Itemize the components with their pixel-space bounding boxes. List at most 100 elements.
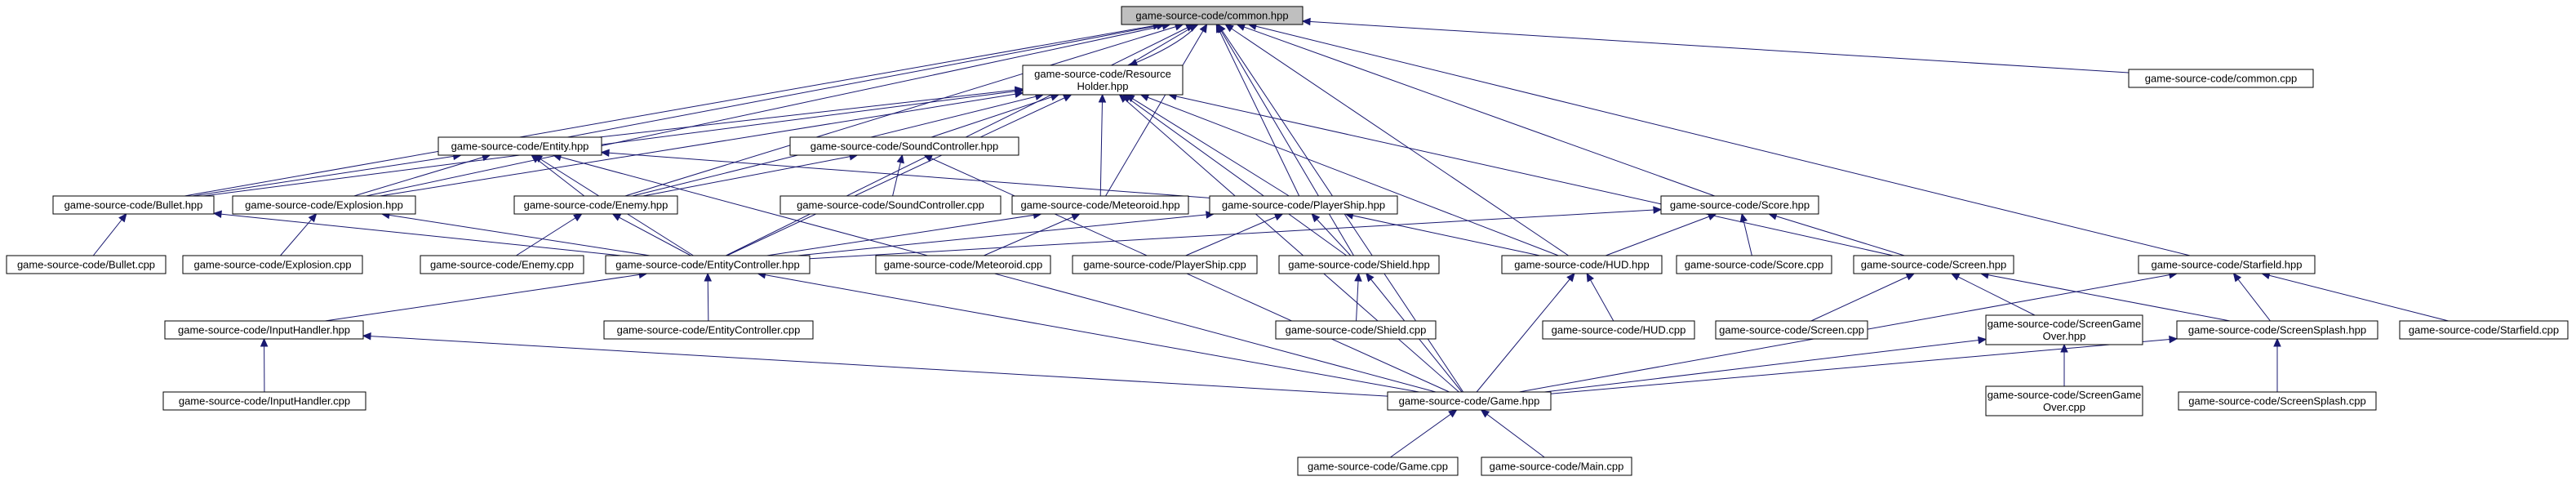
node-box-score_hpp[interactable] — [1660, 195, 1819, 215]
node-box-enemy_hpp[interactable] — [513, 195, 678, 215]
node-box-common_hpp[interactable] — [1121, 6, 1304, 25]
edge-hud_hpp-to-playership_hpp — [1345, 213, 1540, 256]
node-main_cpp[interactable]: game-source-code/Main.cpp — [1481, 457, 1632, 476]
node-box-starfield_hpp[interactable] — [2138, 255, 2316, 274]
node-explosion_hpp[interactable]: game-source-code/Explosion.hpp — [232, 195, 416, 215]
node-screensplash_cpp[interactable]: game-source-code/ScreenSplash.cpp — [2178, 391, 2377, 411]
node-label-game_hpp-line-0: game-source-code/Game.hpp — [1399, 395, 1540, 408]
node-label-hud_cpp-line-0: game-source-code/HUD.cpp — [1552, 324, 1686, 336]
node-box-shield_cpp[interactable] — [1275, 320, 1437, 340]
node-box-soundcontroller_hpp[interactable] — [789, 136, 1019, 156]
node-box-main_cpp[interactable] — [1481, 457, 1632, 476]
node-entitycontroller_hpp[interactable]: game-source-code/EntityController.hpp — [605, 255, 811, 274]
edge-explosion_cpp-to-explosion_hpp — [280, 213, 317, 256]
node-box-meteoroid_cpp[interactable] — [875, 255, 1051, 274]
arrowhead-game_hpp-to-screengameover_hpp — [1978, 336, 1988, 345]
node-hud_cpp[interactable]: game-source-code/HUD.cpp — [1542, 320, 1695, 340]
edge-playership_hpp-to-resourceholder_hpp — [1126, 94, 1290, 197]
edge-screen_cpp-to-screen_hpp — [1810, 273, 1915, 322]
node-box-entitycontroller_hpp[interactable] — [605, 255, 811, 274]
node-common_hpp[interactable]: game-source-code/common.hpp — [1121, 6, 1304, 25]
arrowhead-entitycontroller_cpp-to-entitycontroller_hpp — [704, 272, 713, 282]
node-screen_cpp[interactable]: game-source-code/Screen.cpp — [1715, 320, 1868, 340]
node-enemy_hpp[interactable]: game-source-code/Enemy.hpp — [513, 195, 678, 215]
node-enemy_cpp[interactable]: game-source-code/Enemy.cpp — [420, 255, 584, 274]
node-label-starfield_cpp-line-0: game-source-code/Starfield.cpp — [2409, 324, 2559, 336]
node-box-screensplash_cpp[interactable] — [2178, 391, 2377, 411]
node-inputhandler_hpp[interactable]: game-source-code/InputHandler.hpp — [164, 320, 364, 340]
edge-screen_hpp-to-resourceholder_hpp — [1168, 94, 1894, 256]
node-game_cpp[interactable]: game-source-code/Game.cpp — [1297, 457, 1459, 476]
node-box-meteoroid_hpp[interactable] — [1011, 195, 1189, 215]
node-box-screensplash_hpp[interactable] — [2176, 320, 2378, 340]
node-bullet_hpp[interactable]: game-source-code/Bullet.hpp — [52, 195, 215, 215]
edge-explosion_hpp-to-common_hpp — [366, 24, 1170, 197]
edge-enemy_hpp-to-common_hpp — [624, 24, 1184, 197]
node-entitycontroller_cpp[interactable]: game-source-code/EntityController.cpp — [603, 320, 814, 340]
edge-meteoroid_cpp-to-meteoroid_hpp — [984, 213, 1080, 256]
node-box-hud_hpp[interactable] — [1501, 255, 1663, 274]
node-box-enemy_cpp[interactable] — [420, 255, 584, 274]
node-inputhandler_cpp[interactable]: game-source-code/InputHandler.cpp — [162, 391, 366, 411]
node-box-game_cpp[interactable] — [1297, 457, 1459, 476]
edge-game_cpp-to-game_hpp — [1390, 409, 1457, 458]
node-common_cpp[interactable]: game-source-code/common.cpp — [2128, 69, 2314, 88]
node-screensplash_hpp[interactable]: game-source-code/ScreenSplash.hpp — [2176, 320, 2378, 340]
node-label-meteoroid_hpp-line-0: game-source-code/Meteoroid.hpp — [1020, 199, 1179, 212]
node-label-bullet_hpp-line-0: game-source-code/Bullet.hpp — [64, 199, 203, 212]
node-playership_hpp[interactable]: game-source-code/PlayerShip.hpp — [1209, 195, 1398, 215]
node-box-screengameover_cpp[interactable] — [1985, 385, 2143, 416]
node-box-inputhandler_cpp[interactable] — [162, 391, 366, 411]
node-box-playership_hpp[interactable] — [1209, 195, 1398, 215]
node-meteoroid_hpp[interactable]: game-source-code/Meteoroid.hpp — [1011, 195, 1189, 215]
node-label-screen_hpp-line-0: game-source-code/Screen.hpp — [1861, 259, 2007, 271]
node-shield_hpp[interactable]: game-source-code/Shield.hpp — [1278, 255, 1440, 274]
node-box-score_cpp[interactable] — [1676, 255, 1832, 274]
node-box-resourceholder_hpp[interactable] — [1022, 65, 1184, 96]
node-playership_cpp[interactable]: game-source-code/PlayerShip.cpp — [1072, 255, 1258, 274]
arrowhead-entitycontroller_hpp-to-bullet_hpp — [212, 210, 222, 218]
node-bullet_cpp[interactable]: game-source-code/Bullet.cpp — [6, 255, 167, 274]
node-box-hud_cpp[interactable] — [1542, 320, 1695, 340]
node-box-game_hpp[interactable] — [1387, 391, 1552, 411]
node-box-screen_hpp[interactable] — [1853, 255, 2014, 274]
arrowhead-screensplash_hpp-to-starfield_hpp — [2232, 273, 2242, 283]
node-entity_hpp[interactable]: game-source-code/Entity.hpp — [437, 136, 602, 156]
node-score_cpp[interactable]: game-source-code/Score.cpp — [1676, 255, 1832, 274]
node-box-entitycontroller_cpp[interactable] — [603, 320, 814, 340]
node-screen_hpp[interactable]: game-source-code/Screen.hpp — [1853, 255, 2014, 274]
node-meteoroid_cpp[interactable]: game-source-code/Meteoroid.cpp — [875, 255, 1051, 274]
node-starfield_hpp[interactable]: game-source-code/Starfield.hpp — [2138, 255, 2316, 274]
arrowhead-game_hpp-to-inputhandler_hpp — [362, 332, 371, 341]
arrowhead-playership_cpp-to-playership_hpp — [1273, 213, 1284, 221]
node-label-inputhandler_cpp-line-0: game-source-code/InputHandler.cpp — [179, 395, 350, 408]
edge-hud_hpp-to-resourceholder_hpp — [1140, 94, 1559, 256]
node-box-shield_hpp[interactable] — [1278, 255, 1440, 274]
node-explosion_cpp[interactable]: game-source-code/Explosion.cpp — [182, 255, 363, 274]
arrowhead-explosion_cpp-to-explosion_hpp — [308, 213, 318, 223]
node-box-common_cpp[interactable] — [2128, 69, 2314, 88]
node-box-screengameover_hpp[interactable] — [1985, 314, 2143, 345]
node-box-playership_cpp[interactable] — [1072, 255, 1258, 274]
node-starfield_cpp[interactable]: game-source-code/Starfield.cpp — [2399, 320, 2569, 340]
node-box-explosion_cpp[interactable] — [182, 255, 363, 274]
edge-inputhandler_hpp-to-entitycontroller_hpp — [325, 273, 647, 322]
node-game_hpp[interactable]: game-source-code/Game.hpp — [1387, 391, 1552, 411]
node-box-soundcontroller_cpp[interactable] — [779, 195, 1002, 215]
node-score_hpp[interactable]: game-source-code/Score.hpp — [1660, 195, 1819, 215]
node-box-starfield_cpp[interactable] — [2399, 320, 2569, 340]
node-shield_cpp[interactable]: game-source-code/Shield.cpp — [1275, 320, 1437, 340]
node-box-bullet_hpp[interactable] — [52, 195, 215, 215]
edge-meteoroid_hpp-to-resourceholder_hpp — [1099, 94, 1104, 197]
node-box-bullet_cpp[interactable] — [6, 255, 167, 274]
node-box-entity_hpp[interactable] — [437, 136, 602, 156]
node-box-explosion_hpp[interactable] — [232, 195, 416, 215]
node-hud_hpp[interactable]: game-source-code/HUD.hpp — [1501, 255, 1663, 274]
node-soundcontroller_hpp[interactable]: game-source-code/SoundController.hpp — [789, 136, 1019, 156]
node-soundcontroller_cpp[interactable]: game-source-code/SoundController.cpp — [779, 195, 1002, 215]
node-box-screen_cpp[interactable] — [1715, 320, 1868, 340]
node-box-inputhandler_hpp[interactable] — [164, 320, 364, 340]
